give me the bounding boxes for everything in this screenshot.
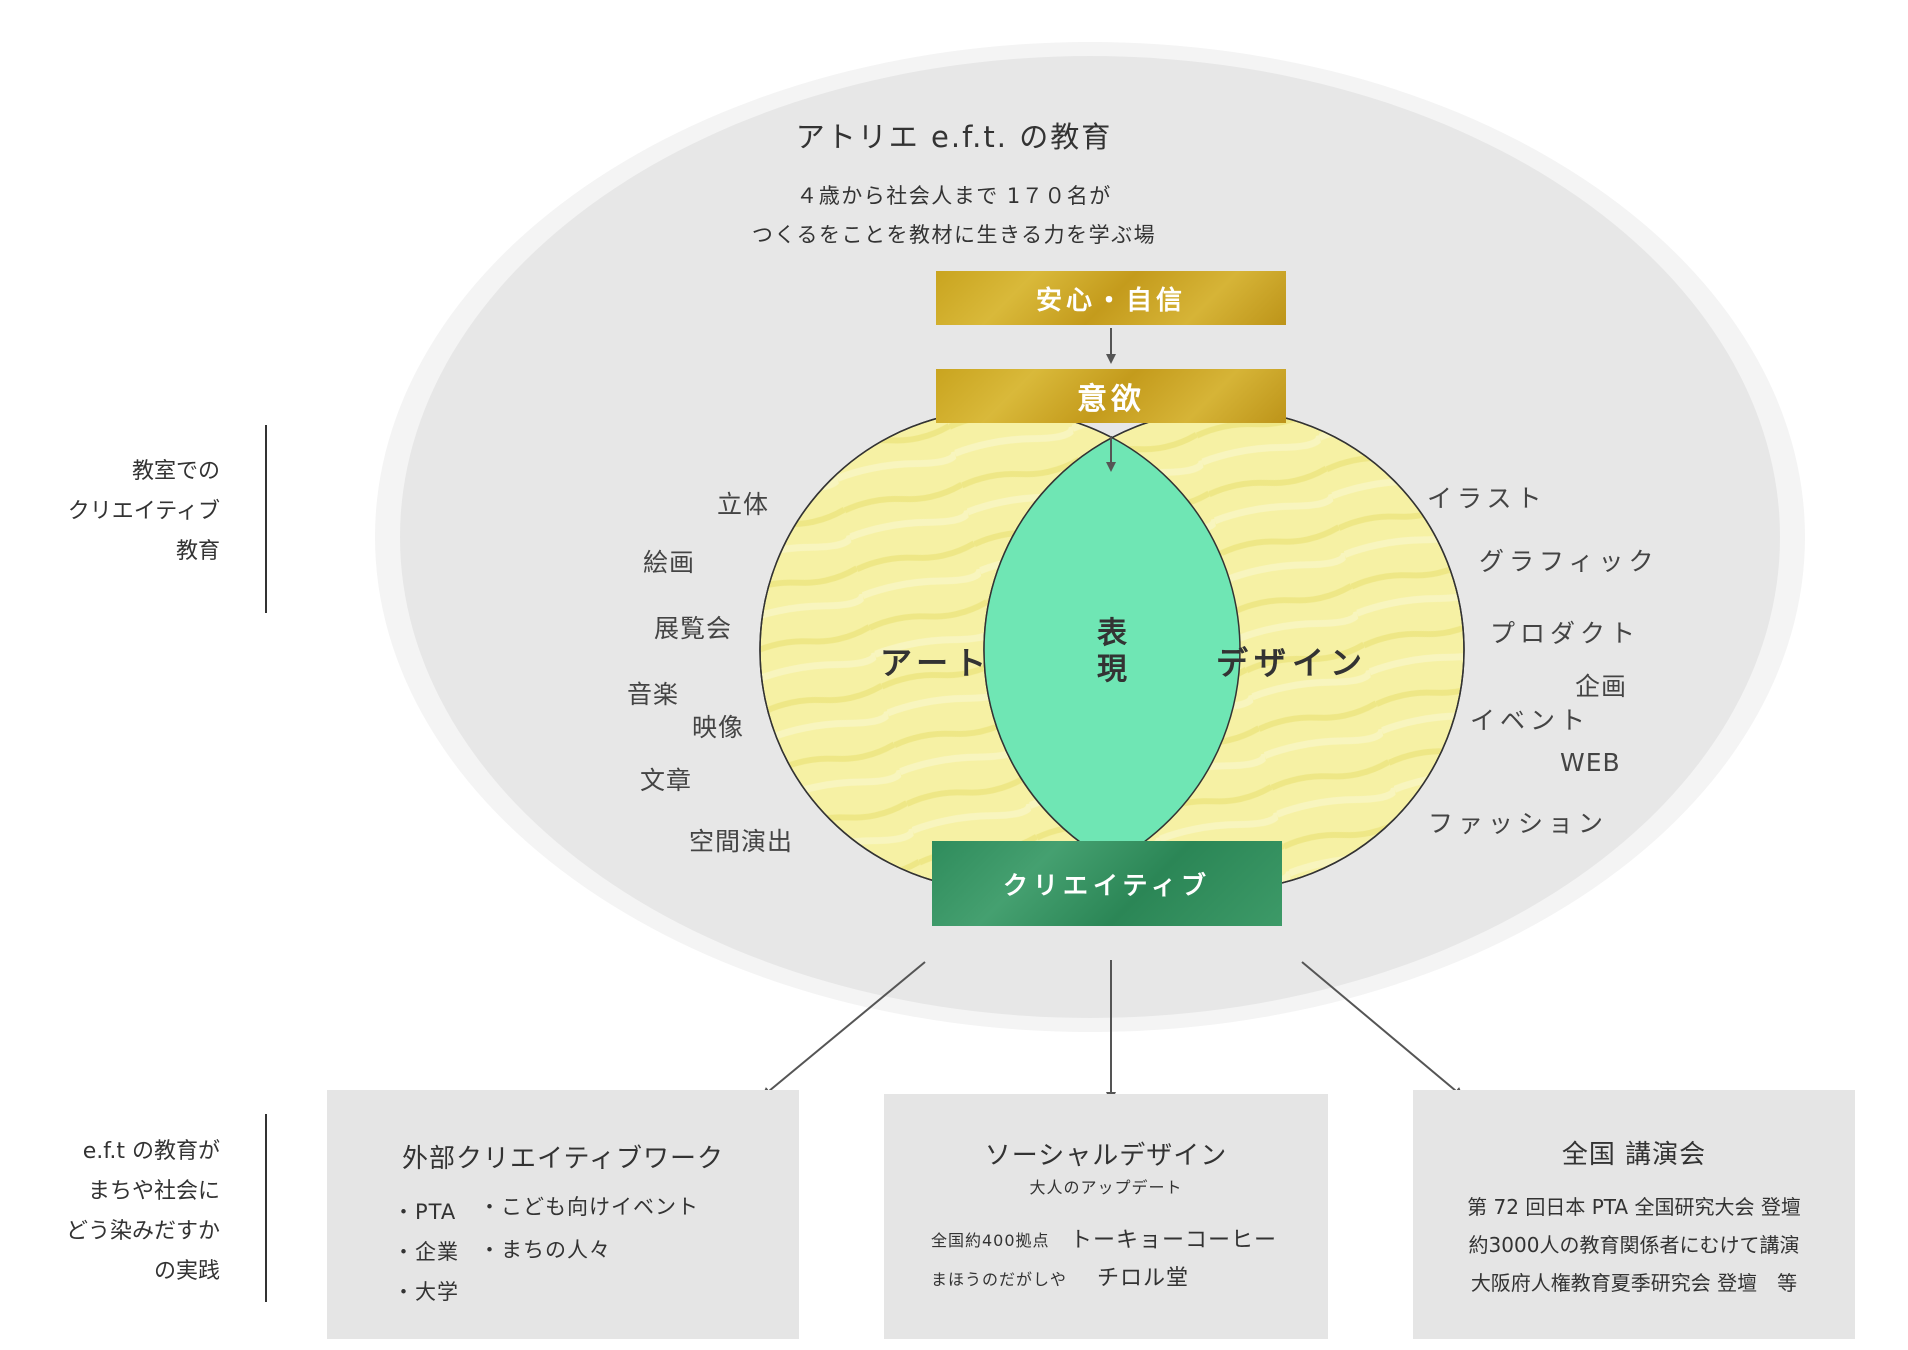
external-box-title: 外部クリエイティブワーク [402,1144,724,1174]
social-row1-large: トーキョーコーヒー [1070,1228,1278,1253]
expression-label-1: 表 [1097,616,1127,651]
art-label: アート [880,644,993,682]
national-lecture-box: 全国 講演会 第 72 回日本 PTA 全国研究大会 登壇 約3000人の教育関… [1413,1090,1855,1339]
creative-box: クリエイティブ [932,841,1282,926]
expression-label-2: 現 [1097,652,1127,687]
social-row2-small: まほうのだがしや [931,1270,1067,1289]
main-title: アトリエ e.f.t. の教育 [795,120,1113,154]
side-label-classroom-3: 教育 [175,539,220,564]
arrow-to-external [761,961,926,1098]
art-word-kaiga: 絵画 [643,548,696,577]
side-label-practice-2: まちや社会に [87,1179,220,1204]
design-word-web: WEB [1560,748,1621,777]
arrow-to-lecture [1301,961,1464,1098]
art-word-rittai: 立体 [717,490,770,519]
side-label-classroom-1: 教室での [131,459,220,484]
lecture-line-1: 第 72 回日本 PTA 全国研究大会 登壇 [1467,1195,1801,1219]
side-label-classroom: 教室での クリエイティブ 教育 [30,452,220,572]
external-item-town-people: ・まちの人々 [479,1238,611,1262]
social-row2-large: チロル堂 [1097,1266,1190,1291]
art-word-bunsho: 文章 [640,766,693,795]
art-word-tenrankai: 展覧会 [654,614,733,643]
lecture-box-title: 全国 講演会 [1561,1140,1707,1170]
art-word-ongaku: 音楽 [627,680,680,709]
social-box-title: ソーシャルデザイン [984,1141,1228,1171]
subtitle-line2: つくるをことを教材に生きる力を学ぶ場 [751,223,1157,247]
anshin-jishin-box: 安心・自信 [936,271,1286,325]
side-label-practice-4: の実践 [153,1259,220,1284]
design-word-kikaku: 企画 [1575,672,1628,701]
side-label-classroom-2: クリエイティブ [67,499,220,524]
side-label-practice: e.f.t の教育が まちや社会に どう染みだすか の実践 [30,1132,220,1292]
external-item-university: ・大学 [393,1280,459,1304]
design-label: デザイン [1216,644,1369,682]
lecture-line-2: 約3000人の教育関係者にむけて講演 [1468,1233,1800,1257]
expression-label: 表 現 [1092,616,1132,688]
design-word-illust: イラスト [1427,484,1547,513]
social-row1-small: 全国約400拠点 [931,1231,1050,1250]
external-item-company: ・企業 [393,1240,459,1264]
side-label-practice-1: e.f.t の教育が [82,1139,220,1164]
art-word-eizo: 映像 [692,713,745,742]
side-divider-top [265,425,267,613]
lecture-line-3: 大阪府人権教育夏季研究会 登壇 等 [1470,1271,1798,1295]
external-item-kids-event: ・こども向けイベント [479,1195,699,1219]
expression-overlap [984,410,1240,890]
social-design-box: ソーシャルデザイン 大人のアップデート 全国約400拠点 トーキョーコーヒー ま… [884,1094,1328,1339]
design-word-fashion: ファッション [1428,809,1609,838]
art-word-kukan: 空間演出 [689,827,794,856]
external-item-pta: ・PTA [393,1200,457,1224]
side-divider-bottom [265,1114,267,1302]
design-word-event: イベント [1470,706,1591,735]
subtitle-line1: ４歳から社会人まで 1７０名が [796,184,1112,208]
design-word-graphic: グラフィック [1479,547,1659,576]
side-label-practice-3: どう染みだすか [65,1219,220,1244]
design-word-product: プロダクト [1490,619,1641,648]
external-creative-work-box: 外部クリエイティブワーク ・PTA ・こども向けイベント ・企業 ・まちの人々 … [327,1090,799,1339]
social-box-subtitle: 大人のアップデート [1029,1178,1183,1197]
iyoku-box: 意欲 [936,369,1286,423]
